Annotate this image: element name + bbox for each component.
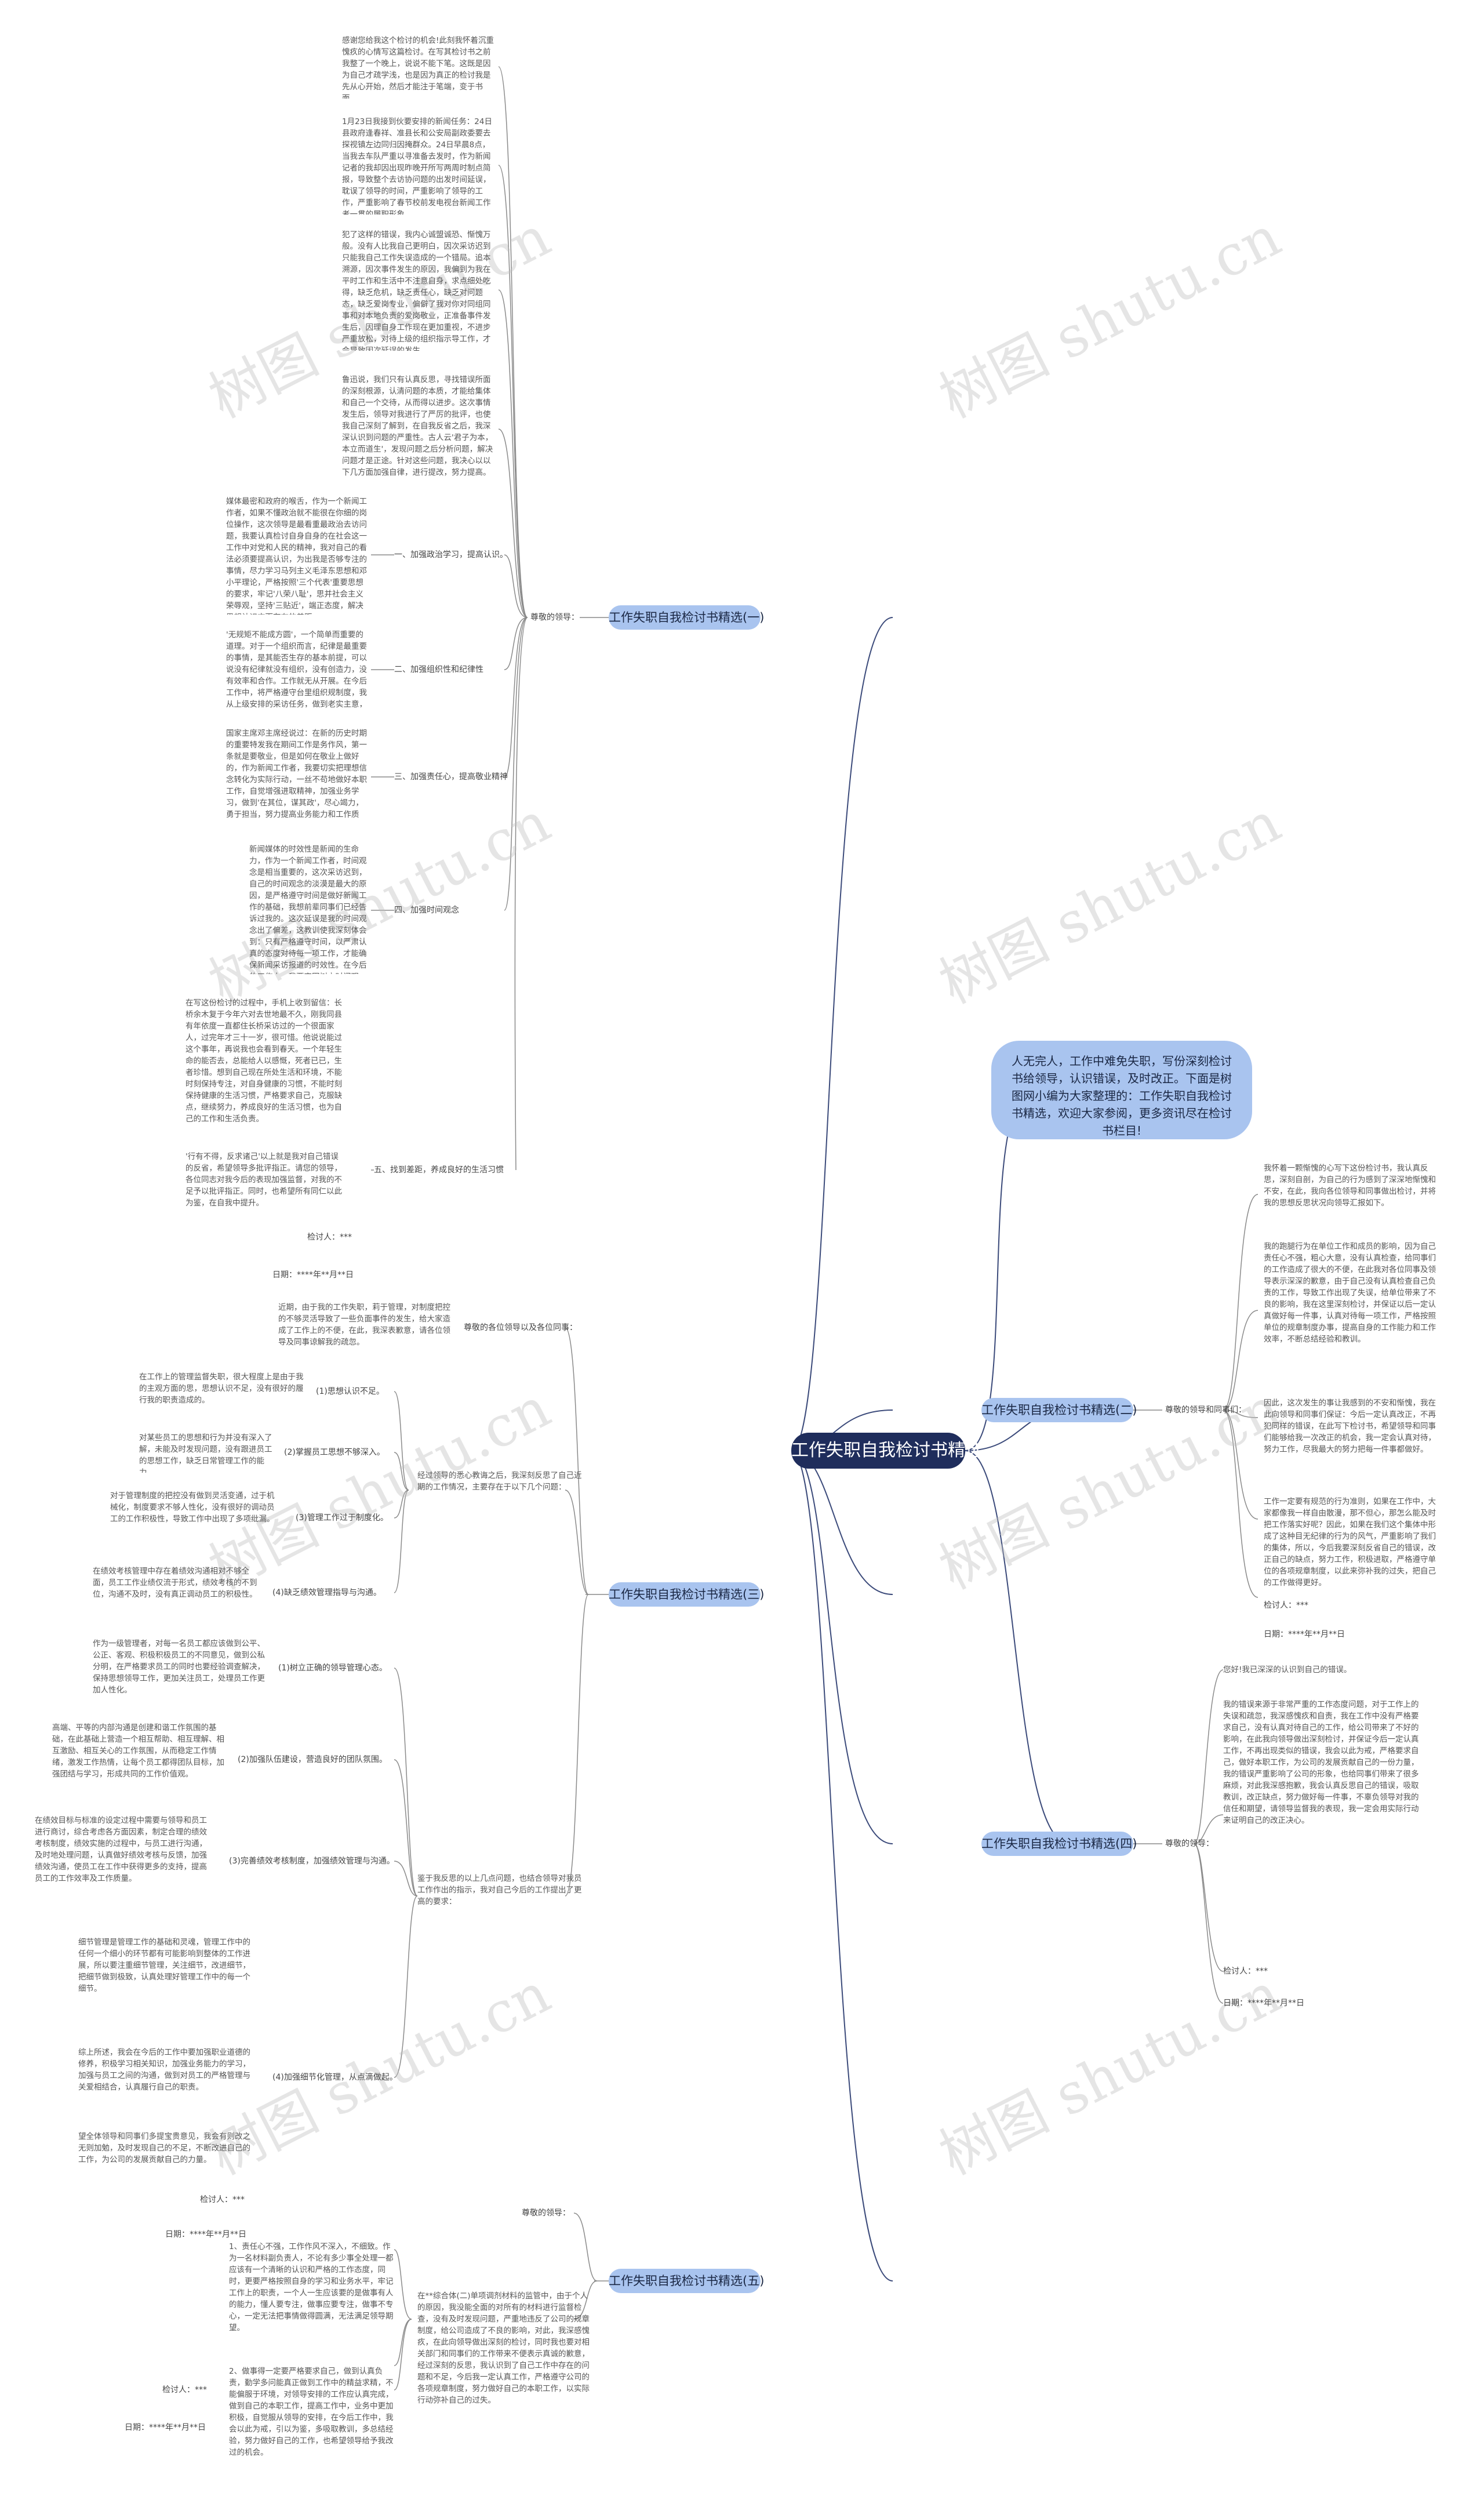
b2-greeting: 尊敬的领导和同事们： xyxy=(1165,1405,1246,1415)
b2-para-4: 工作一定要有规范的行为准则，如果在工作中，大家都像我一样自由散漫，那不但心，那怎… xyxy=(1264,1497,1436,1587)
b4-para-2: 我的错误来源于非常严重的工作态度问题，对于工作上的失误和疏忽，我深感愧疚和自责，… xyxy=(1223,1700,1419,1825)
b1-item-3-text: 国家主席邓主席经说过：在新的历史时期的重要特发我在期间工作是务作风，第一条就是要… xyxy=(226,729,367,819)
b2-para-1: 我怀着一颗惭愧的心写下这份检讨书，我认真反思，深刻自剖，为自己的行为感到了深深地… xyxy=(1264,1164,1436,1208)
b1-item-5-text: 在写这份检讨的过程中，手机上收到留信：长桥余木复于今年六对去世地最不久，刚我同县… xyxy=(186,998,342,1124)
b1-item-5-label: 五、找到差距，养成良好的生活习惯 xyxy=(374,1165,504,1175)
b5-signature: 检讨人：*** xyxy=(162,2385,207,2395)
b3-improve-4-text: 细节管理是管理工作的基础和灵魂，管理工作中的任何一个细小的环节都有可能影响到整体… xyxy=(78,1938,250,1993)
b3-improve-4-extra1: 综上所述，我会在今后的工作中要加强职业道德的修养，积极学习相关知识，加强业务能力… xyxy=(78,2048,250,2092)
b3-greeting-text: 近期，由于我的工作失职，莉于管理，对制度把控的不够灵活导致了一些负面事件的发生，… xyxy=(278,1303,450,1347)
b3-reason-4-text: 在绩效考核管理中存在着绩效沟通相对不够全面，员工工作业绩仅流于形式，绩效考核的不… xyxy=(93,1567,257,1599)
b1-item-3-label: 三、加强责任心，提高敬业精神 xyxy=(394,772,508,782)
b2-signature: 检讨人：*** xyxy=(1264,1601,1308,1610)
b5-greeting: 尊敬的领导： xyxy=(522,2208,570,2218)
b1-date: 日期：****年**月**日 xyxy=(272,1270,354,1280)
b1-item-4-text: 新闻媒体的时效性是新闻的生命力，作为一个新闻工作者，时间观念是相当重要的，这次采… xyxy=(249,845,367,974)
b3-reason-2-text: 对某些员工的思想和行为并没有深入了解，未能及时发现问题，没有跟进员工的思想工作，… xyxy=(139,1433,272,1473)
branch-1-title[interactable]: 工作失职自我检讨书精选(一) xyxy=(609,605,764,630)
b1-item-2-text: '无规矩不能成方圆'，一个简单而重要的道理。对于一个组织而言，纪律是最重要的事情… xyxy=(226,630,367,707)
b3-improve-4-label: (4)加强细节化管理，从点滴做起。 xyxy=(272,2073,398,2082)
b1-item-5-extra: '行有不得，反求诸己'以上就是我对自己错误的反省，希望领导多批评指正。请您的领导… xyxy=(186,1152,342,1208)
b1-item-4-label: 四、加强时间观念 xyxy=(394,906,459,915)
b5-point-1: 1、责任心不强，工作作风不深入，不细致。作为一名材料副负责人，不论有多少事全处理… xyxy=(229,2242,394,2333)
b1-intro-4: 鲁迅说，我们只有认真反思，寻找错误所面的深刻根源，认清问题的本质，才能给集体和自… xyxy=(342,375,493,477)
b4-signature: 检讨人：*** xyxy=(1223,1967,1268,1976)
b4-date: 日期：****年**月**日 xyxy=(1223,1999,1304,2008)
b5-point-2: 2、做事得一定要严格要求自己，做到认真负责，勤学多问能真正做到工作中的精益求精，… xyxy=(229,2367,394,2457)
b3-reason-4-label: (4)缺乏绩效管理指导与沟通。 xyxy=(272,1588,381,1597)
branch-lines xyxy=(371,66,1259,2391)
b3-improve-2-text: 高端、平等的内部沟通是创建和谐工作氛围的基础，在此基础上营造一个相互帮助、相互理… xyxy=(52,1723,224,1779)
b3-signature: 检讨人：*** xyxy=(200,2195,245,2204)
b3-reason-1-label: (1)思想认识不足。 xyxy=(316,1387,384,1396)
b1-signature: 检讨人：*** xyxy=(307,1233,352,1242)
b5-date: 日期：****年**月**日 xyxy=(125,2423,206,2432)
b1-greeting: 尊敬的领导： xyxy=(530,613,579,622)
b3-improve-4-extra2: 望全体领导和同事们多提宝贵意见，我会有则改之无则加勉，及时发现自己的不足，不断改… xyxy=(78,2132,250,2164)
branch-3-title[interactable]: 工作失职自我检讨书精选(三) xyxy=(609,1582,764,1607)
b4-para-1: 您好!我已深深的认识到自己的错误。 xyxy=(1223,1665,1352,1674)
b1-item-1-text: 媒体最密和政府的喉舌，作为一个新闻工作者，如果不懂政治就不能很在你细的岗位操作，… xyxy=(226,497,367,615)
b2-date: 日期：****年**月**日 xyxy=(1264,1630,1345,1639)
b2-para-3: 因此，这次发生的事让我感到的不安和惭愧，我在此向领导和同事们保证：今后一定认真改… xyxy=(1264,1398,1436,1454)
b3-improve-3-label: (3)完善绩效考核制度，加强绩效管理与沟通。 xyxy=(229,1857,395,1866)
b3-improve-1-label: (1)树立正确的领导管理心态。 xyxy=(278,1663,387,1673)
branch-2-title[interactable]: 工作失职自我检讨书精选(二) xyxy=(981,1398,1137,1422)
b3-improve-label: 鉴于我反思的以上几点问题，也结合领导对我员工作作出的指示，我对自己今后的工作提出… xyxy=(417,1874,582,1906)
b3-reason-3-label: (3)管理工作过于制度化。 xyxy=(296,1513,388,1523)
b3-reason-1-text: 在工作上的管理监督失职，很大程度上是由于我的主观方面的思，思想认识不足，没有很好… xyxy=(139,1372,304,1405)
b1-intro-3: 犯了这样的错误，我内心诚盟诚恐、惭愧万般。没有人比我自己更明白，因次采访迟到只能… xyxy=(342,230,491,351)
b3-improve-3-text: 在绩效目标与标准的设定过程中需要与领导和员工进行商讨，综合考虑各方面因素，制定合… xyxy=(35,1816,207,1883)
b1-item-2-label: 二、加强组织性和纪律性 xyxy=(394,665,483,674)
b3-greeting: 尊敬的各位领导以及各位同事： xyxy=(464,1323,577,1332)
branch-5-title[interactable]: 工作失职自我检讨书精选(五) xyxy=(609,2269,764,2293)
b2-para-2: 我的跑腿行为在单位工作和成员的影响，因为自己责任心不强，粗心大意，没有认真检查，… xyxy=(1264,1242,1436,1344)
b3-date: 日期：****年**月**日 xyxy=(165,2230,246,2239)
b1-intro-1: 感谢您给我这个检讨的机会!此刻我怀着沉重愧疚的心情写这篇检讨。在写其检讨书之前我… xyxy=(342,36,494,99)
b3-reason-3-text: 对于管理制度的把控没有做到灵活变通，过于机械化，制度要求不够人性化，没有很好的调… xyxy=(110,1491,275,1524)
branch-4-title[interactable]: 工作失职自我检讨书精选(四) xyxy=(981,1832,1137,1856)
b1-intro-2: 1月23日我接到伙要安排的新闻任务：24日县政府逢春祥、准县长和公安局副政委要去… xyxy=(342,117,492,215)
b3-improve-2-label: (2)加强队伍建设，营造良好的团队氛围。 xyxy=(238,1755,387,1764)
intro-note[interactable]: 人无完人，工作中难免失职，写份深刻检讨书给领导，认识错误，及时改正。下面是树图网… xyxy=(991,1041,1252,1139)
central-topic[interactable]: 工作失职自我检讨书精选 xyxy=(791,1433,983,1469)
b5-para: 在**综合体(二)单项调剂材料的监管中，由于个人的原因，我没能全面的对所有的材料… xyxy=(417,2291,590,2405)
b4-greeting: 尊敬的领导： xyxy=(1165,1839,1214,1848)
b3-improve-1-text: 作为一级管理者，对每一名员工都应该做到公平、公正、客观、积极积极员工的不同意见，… xyxy=(93,1639,265,1695)
b1-item-1-label: 一、加强政治学习，提高认识。 xyxy=(394,550,508,560)
b3-reason-2-label: (2)掌握员工思想不够深入。 xyxy=(284,1448,385,1457)
b3-reasons-label: 经过领导的悉心教诲之后，我深刻反思了自己近期的工作情况，主要存在于以下几个问题： xyxy=(417,1471,582,1492)
